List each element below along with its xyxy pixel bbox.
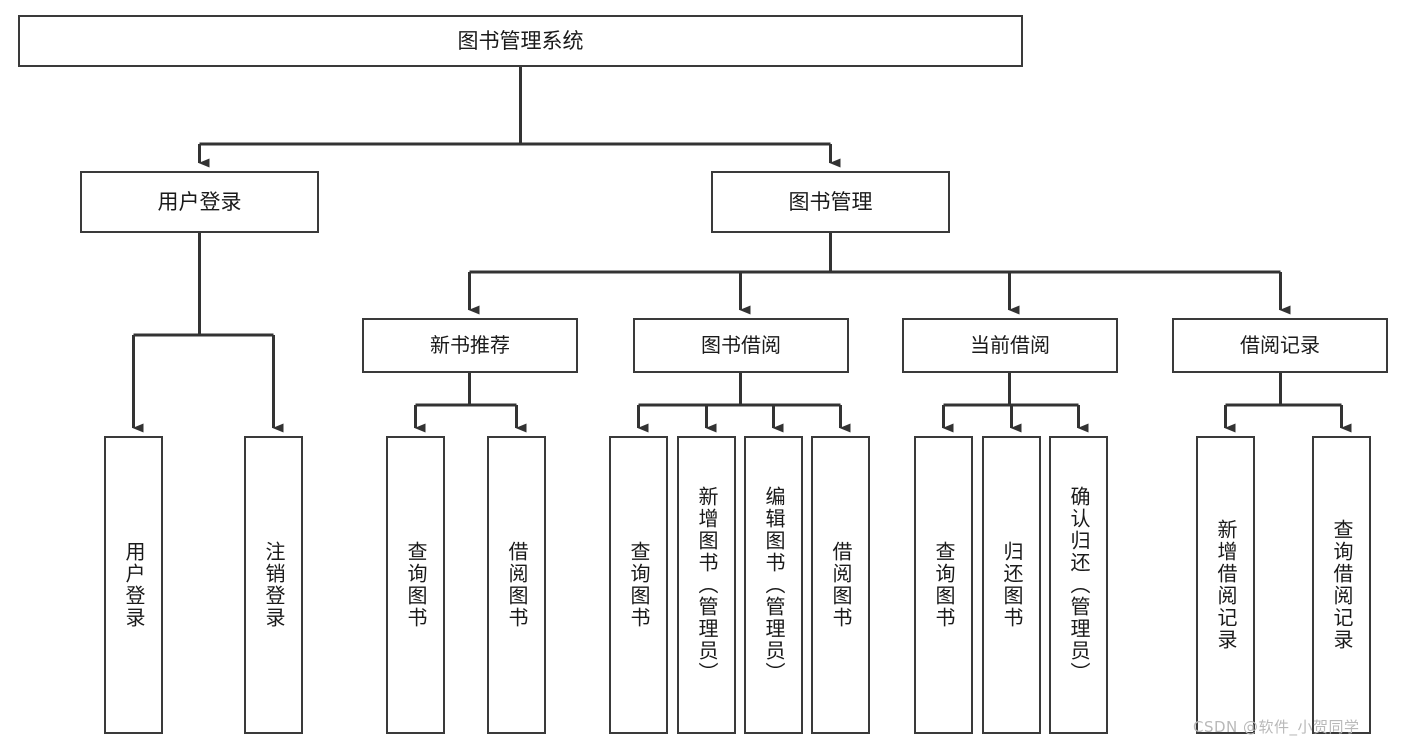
node-current-borrow[interactable]: 当前借阅 [902,318,1118,373]
node-leaf-edit-book-label: 编辑图书（管理员） [762,486,786,684]
node-leaf-add-book-label: 新增图书（管理员） [695,486,719,684]
node-leaf-add-record-label: 新增借阅记录 [1214,519,1238,651]
node-leaf-query-record-label: 查询借阅记录 [1330,519,1354,651]
node-leaf-borrow-book-2[interactable]: 借阅图书 [811,436,870,734]
node-leaf-query-record[interactable]: 查询借阅记录 [1312,436,1371,734]
node-leaf-borrow-book-1[interactable]: 借阅图书 [487,436,546,734]
node-leaf-query-book-1[interactable]: 查询图书 [386,436,445,734]
node-leaf-return-book[interactable]: 归还图书 [982,436,1041,734]
node-current-borrow-label: 当前借阅 [970,332,1050,357]
node-leaf-user-login[interactable]: 用户登录 [104,436,163,734]
node-leaf-query-book-3[interactable]: 查询图书 [914,436,973,734]
node-leaf-confirm-return-label: 确认归还（管理员） [1067,486,1091,684]
csdn-watermark: CSDN @软件_小贺同学 [1193,718,1360,736]
node-leaf-borrow-book-1-label: 借阅图书 [505,541,529,629]
node-leaf-return-book-label: 归还图书 [1000,541,1024,629]
node-root[interactable]: 图书管理系统 [18,15,1023,67]
node-leaf-query-book-2[interactable]: 查询图书 [609,436,668,734]
node-new-book-recommend[interactable]: 新书推荐 [362,318,578,373]
node-leaf-user-logout-label: 注销登录 [262,541,286,629]
node-leaf-edit-book[interactable]: 编辑图书（管理员） [744,436,803,734]
node-root-label: 图书管理系统 [457,28,584,53]
node-leaf-user-logout[interactable]: 注销登录 [244,436,303,734]
node-leaf-borrow-book-2-label: 借阅图书 [829,541,853,629]
node-leaf-add-record[interactable]: 新增借阅记录 [1196,436,1255,734]
node-book-borrow[interactable]: 图书借阅 [633,318,849,373]
node-user-login[interactable]: 用户登录 [80,171,319,233]
node-leaf-query-book-3-label: 查询图书 [932,541,956,629]
node-user-login-label: 用户登录 [157,189,242,214]
node-leaf-user-login-label: 用户登录 [122,541,146,629]
node-book-borrow-label: 图书借阅 [701,332,781,357]
node-leaf-add-book[interactable]: 新增图书（管理员） [677,436,736,734]
node-leaf-query-book-1-label: 查询图书 [404,541,428,629]
node-leaf-confirm-return[interactable]: 确认归还（管理员） [1049,436,1108,734]
node-leaf-query-book-2-label: 查询图书 [627,541,651,629]
node-book-management-label: 图书管理 [788,189,873,214]
node-new-book-recommend-label: 新书推荐 [430,332,510,357]
node-book-management[interactable]: 图书管理 [711,171,950,233]
node-borrow-record[interactable]: 借阅记录 [1172,318,1388,373]
node-borrow-record-label: 借阅记录 [1240,332,1320,357]
